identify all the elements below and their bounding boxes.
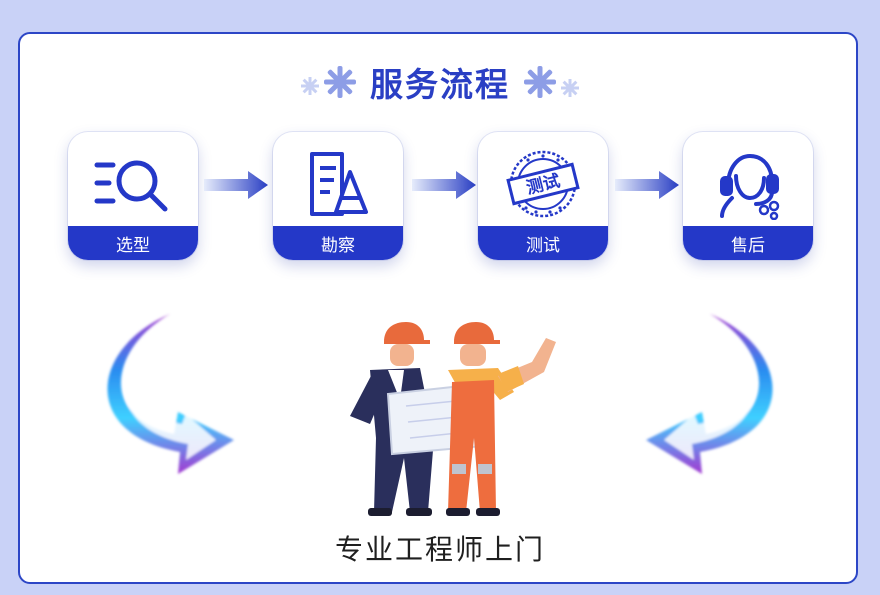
flow-arrow-icon (204, 171, 268, 199)
step-label: 选型 (68, 226, 198, 260)
snowflake-decoration-left (296, 62, 360, 102)
footer-caption: 专业工程师上门 (334, 533, 545, 566)
step-card-testing: 测试 测试 (478, 132, 608, 260)
engineer-overalls-figure (446, 322, 556, 516)
step-label: 测试 (478, 226, 608, 260)
flow-arrow-icon (412, 171, 476, 199)
customer-service-icon (683, 144, 813, 224)
step-label: 售后 (683, 226, 813, 260)
section-header: 服务流程 (0, 60, 880, 104)
test-stamp-icon: 测试 (478, 144, 608, 224)
step-card-selection: 选型 (68, 132, 198, 260)
page-title: 服务流程 (370, 65, 510, 104)
step-label: 勘察 (273, 226, 403, 260)
step-card-survey: 勘察 (273, 132, 403, 260)
engineers-illustration (107, 314, 773, 516)
document-survey-icon (273, 144, 403, 224)
step-card-after-sales: 售后 (683, 132, 813, 260)
search-list-icon (68, 144, 198, 224)
snowflake-decoration-right (520, 62, 584, 102)
curved-arrow-right-icon (646, 314, 773, 474)
content-panel (18, 32, 858, 584)
curved-arrow-left-icon (107, 314, 234, 474)
flow-arrow-icon (615, 171, 679, 199)
